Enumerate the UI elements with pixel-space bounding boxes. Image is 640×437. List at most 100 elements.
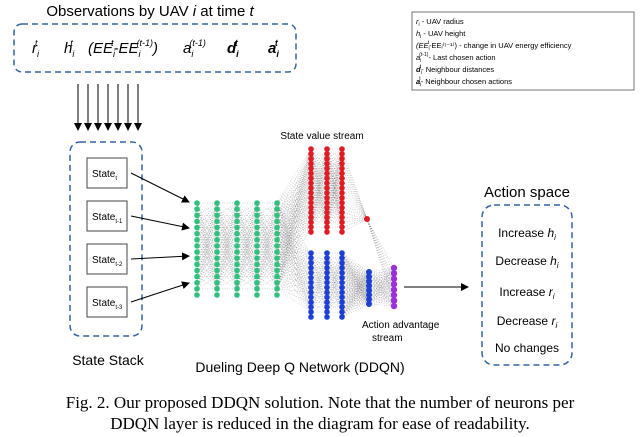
advantage-output-neuron-5 — [366, 291, 372, 298]
value-neuron-l2-13 — [339, 209, 345, 216]
value-stream-label: State value stream — [280, 131, 363, 142]
input-neuron-l0-1 — [194, 206, 200, 212]
q-output-neuron-2 — [390, 275, 398, 283]
advantage-neuron-l2-5 — [339, 274, 345, 281]
input-neuron-l2-13 — [234, 279, 240, 286]
input-neuron-l4-6 — [274, 237, 280, 243]
input-neuron-l3-0 — [254, 200, 260, 206]
input-neuron-l1-6 — [214, 237, 220, 243]
action-1: Decrease hi — [495, 254, 558, 270]
input-neuron-l1-1 — [214, 206, 220, 212]
q-output-neuron-0 — [390, 264, 398, 272]
advantage-neuron-l2-8 — [339, 289, 345, 296]
state-stack-label: State Stack — [72, 352, 145, 368]
input-neuron-l0-12 — [194, 273, 200, 280]
advantage-neuron-l2-10 — [339, 299, 345, 306]
legend-item-3: ai(t-1)- Last chosen action — [416, 52, 496, 64]
network-edges — [196, 148, 395, 318]
input-neuron-l0-13 — [194, 279, 200, 286]
value-neuron-l0-9 — [308, 190, 314, 196]
input-neuron-l1-14 — [214, 286, 220, 292]
input-neuron-l4-7 — [274, 243, 280, 249]
observation-var-0: rit — [32, 38, 40, 59]
advantage-neuron-l1-7 — [324, 284, 330, 291]
legend-item-5: ait- Neighbour chosen actions — [416, 76, 512, 88]
advantage-neuron-l1-9 — [324, 294, 330, 301]
state-arrow-3 — [130, 281, 190, 303]
input-neuron-l1-3 — [214, 218, 220, 225]
value-output-neuron-0 — [364, 216, 370, 222]
input-neuron-l3-1 — [254, 206, 260, 212]
advantage-neuron-l0-0 — [308, 250, 314, 256]
legend-box — [411, 11, 635, 91]
input-neuron-l0-7 — [194, 243, 200, 249]
advantage-output-neuron-1 — [366, 273, 372, 280]
observation-arrows — [74, 84, 142, 131]
advantage-stream-label-2: stream — [372, 333, 403, 344]
input-neuron-l0-9 — [194, 255, 200, 261]
value-neuron-l0-15 — [308, 219, 314, 226]
value-neuron-l2-6 — [339, 175, 345, 182]
input-neuron-l1-8 — [214, 249, 220, 255]
input-neuron-l2-9 — [234, 255, 240, 261]
state-box-1 — [86, 200, 128, 232]
value-neuron-l1-15 — [324, 219, 330, 226]
advantage-output-neuron-6 — [366, 296, 372, 303]
value-neuron-l1-3 — [324, 160, 330, 167]
value-neuron-l1-6 — [324, 175, 330, 182]
state-stack-box — [69, 141, 143, 337]
action-items: Increase hi Decrease hi Increase ri Decreas… — [495, 226, 559, 355]
value-neuron-l1-17 — [324, 229, 330, 235]
value-neuron-l0-0 — [308, 146, 314, 152]
advantage-output-neuron-3 — [366, 282, 372, 289]
action-3: Decrease ri — [497, 314, 558, 330]
input-neuron-l2-2 — [234, 212, 240, 219]
input-neuron-l2-11 — [234, 267, 240, 274]
advantage-neuron-l0-13 — [308, 314, 314, 320]
value-neuron-l2-4 — [339, 165, 345, 172]
input-neuron-l3-9 — [254, 255, 260, 261]
value-neuron-l1-7 — [324, 180, 330, 186]
advantage-output-neuron-4 — [366, 287, 372, 294]
advantage-neuron-l1-6 — [324, 279, 330, 286]
q-output-neuron-7 — [390, 302, 398, 310]
action-2: Increase ri — [499, 285, 554, 301]
action-space-title: Action space — [484, 184, 570, 201]
input-neuron-l2-7 — [234, 243, 240, 249]
action-0: Increase hi — [498, 226, 556, 242]
input-neuron-l0-11 — [194, 267, 200, 274]
advantage-neuron-l2-11 — [339, 304, 345, 310]
advantage-neuron-l1-3 — [324, 264, 330, 271]
advantage-neuron-l1-4 — [324, 269, 330, 276]
advantage-neuron-l2-6 — [339, 279, 345, 286]
value-neuron-l2-2 — [339, 155, 345, 162]
advantage-neuron-l1-0 — [324, 250, 330, 256]
legend-item-4: dit- Neighbour distances — [416, 64, 494, 76]
input-neuron-l3-10 — [254, 261, 260, 268]
input-neuron-l3-7 — [254, 243, 260, 249]
q-output-neuron-3 — [390, 281, 398, 288]
state-arrow-1 — [130, 215, 190, 231]
value-neuron-l1-16 — [324, 224, 330, 230]
legend-item-2: (EEit-EEᵢ⁽ᵗ⁻¹⁾) - change in UAV energy e… — [416, 40, 572, 52]
advantage-neuron-l1-5 — [324, 274, 330, 281]
input-neuron-l0-5 — [194, 230, 200, 237]
state-box-3 — [86, 286, 128, 318]
value-neuron-l0-6 — [308, 175, 314, 182]
state-arrow-0 — [130, 172, 190, 203]
value-neuron-l2-8 — [339, 185, 345, 191]
value-neuron-l2-16 — [339, 224, 345, 230]
value-neuron-l2-1 — [339, 151, 345, 157]
advantage-neuron-l0-3 — [308, 264, 314, 271]
input-neuron-l1-4 — [214, 224, 220, 231]
input-neuron-l4-1 — [274, 206, 280, 212]
input-neuron-l1-9 — [214, 255, 220, 261]
q-output-neuron-6 — [390, 297, 398, 304]
input-neuron-l3-11 — [254, 267, 260, 274]
value-neuron-l2-11 — [339, 199, 345, 206]
value-neuron-l2-17 — [339, 229, 345, 235]
value-neuron-l0-10 — [308, 195, 314, 201]
value-neuron-l0-7 — [308, 180, 314, 186]
